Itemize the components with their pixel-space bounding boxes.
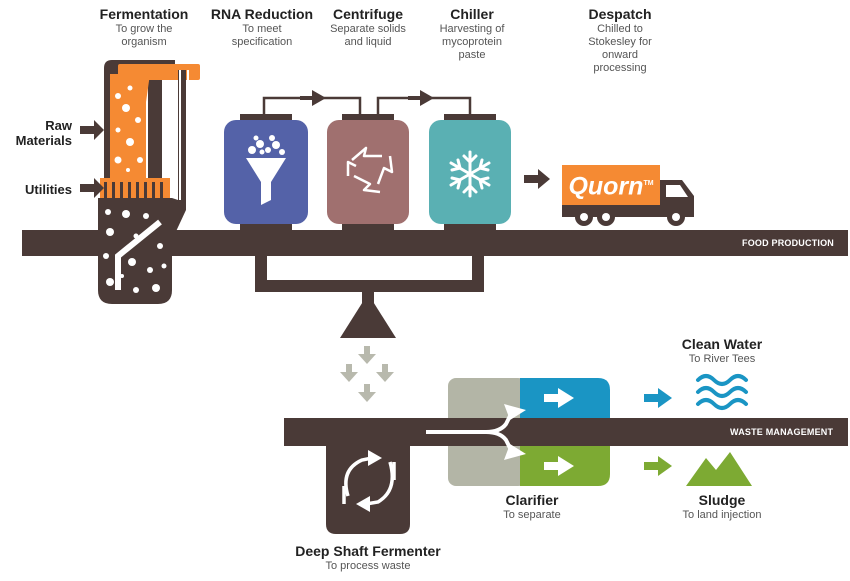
clarifier-label: Clarifier To separate [480, 492, 584, 522]
centrifuge-label: Centrifuge Separate solids and liquid [318, 6, 418, 49]
recycle-arrows-icon [346, 146, 394, 194]
clean-water-arrow [644, 388, 672, 408]
food-production-label: FOOD PRODUCTION [742, 238, 834, 248]
waste-management-bar [284, 418, 848, 446]
mountain-icon [686, 452, 752, 486]
truck-icon [562, 165, 694, 226]
waste-management-label: WASTE MANAGEMENT [730, 427, 834, 437]
fermenter-tower [98, 60, 200, 304]
centrifuge-title: Centrifuge [333, 6, 403, 22]
chiller-label: Chiller Harvesting of mycoprotein paste [422, 6, 522, 62]
waste-down-arrows [340, 346, 394, 402]
raw-materials-label: Raw Materials [15, 118, 72, 148]
sludge-arrow [644, 456, 672, 476]
rna-reduction-sub: To meet specification [231, 23, 293, 48]
water-waves-icon [696, 374, 748, 410]
cycle-arrows-icon [342, 450, 396, 512]
clean-water-label: Clean Water To River Tees [670, 336, 774, 366]
clarifier-title: Clarifier [505, 492, 559, 508]
clarifier-white-arrows [426, 388, 574, 476]
clean-water-title: Clean Water [681, 336, 763, 352]
rna-reduction-title: RNA Reduction [210, 6, 314, 22]
fermentation-title: Fermentation [99, 6, 189, 22]
despatch-title: Despatch [588, 6, 652, 22]
chiller-tank [429, 114, 511, 232]
utilities-label: Utilities [25, 182, 72, 197]
clarifier-sub: To separate [503, 509, 561, 521]
quorn-trademark: TM [643, 180, 654, 187]
sludge-label: Sludge To land injection [660, 492, 784, 522]
funnel-icon [246, 135, 286, 205]
utilities-arrow [80, 178, 104, 198]
clean-water-sub: To River Tees [688, 353, 756, 365]
arrow-to-truck [524, 169, 550, 189]
deep-shaft-label: Deep Shaft Fermenter To process waste [278, 543, 458, 573]
fermentation-label: Fermentation To grow the organism [88, 6, 200, 49]
deep-shaft-sub: To process waste [325, 560, 411, 572]
pipe-rna-to-centrifuge [262, 90, 362, 118]
quorn-logo: QuornTM [566, 168, 656, 200]
sludge-title: Sludge [698, 492, 746, 508]
quorn-logo-text: Quorn [568, 172, 644, 201]
despatch-label: Despatch Chilled to Stokesley for onward… [568, 6, 672, 75]
rna-reduction-tank [224, 114, 308, 232]
raw-materials-arrow [80, 120, 104, 140]
despatch-sub: Chilled to Stokesley for onward processi… [588, 23, 652, 74]
centrifuge-tank [327, 114, 409, 232]
support-frame [255, 256, 484, 338]
pipe-centrifuge-to-chiller [376, 90, 472, 118]
deep-shaft-title: Deep Shaft Fermenter [295, 543, 441, 559]
fermentation-sub: To grow the organism [115, 23, 173, 48]
chiller-sub: Harvesting of mycoprotein paste [439, 23, 505, 61]
snowflake-icon [449, 150, 491, 198]
rna-reduction-label: RNA Reduction To meet specification [206, 6, 318, 49]
deep-shaft-fermenter [326, 446, 410, 534]
centrifuge-sub: Separate solids and liquid [330, 23, 406, 48]
chiller-title: Chiller [450, 6, 494, 22]
sludge-sub: To land injection [682, 509, 762, 521]
